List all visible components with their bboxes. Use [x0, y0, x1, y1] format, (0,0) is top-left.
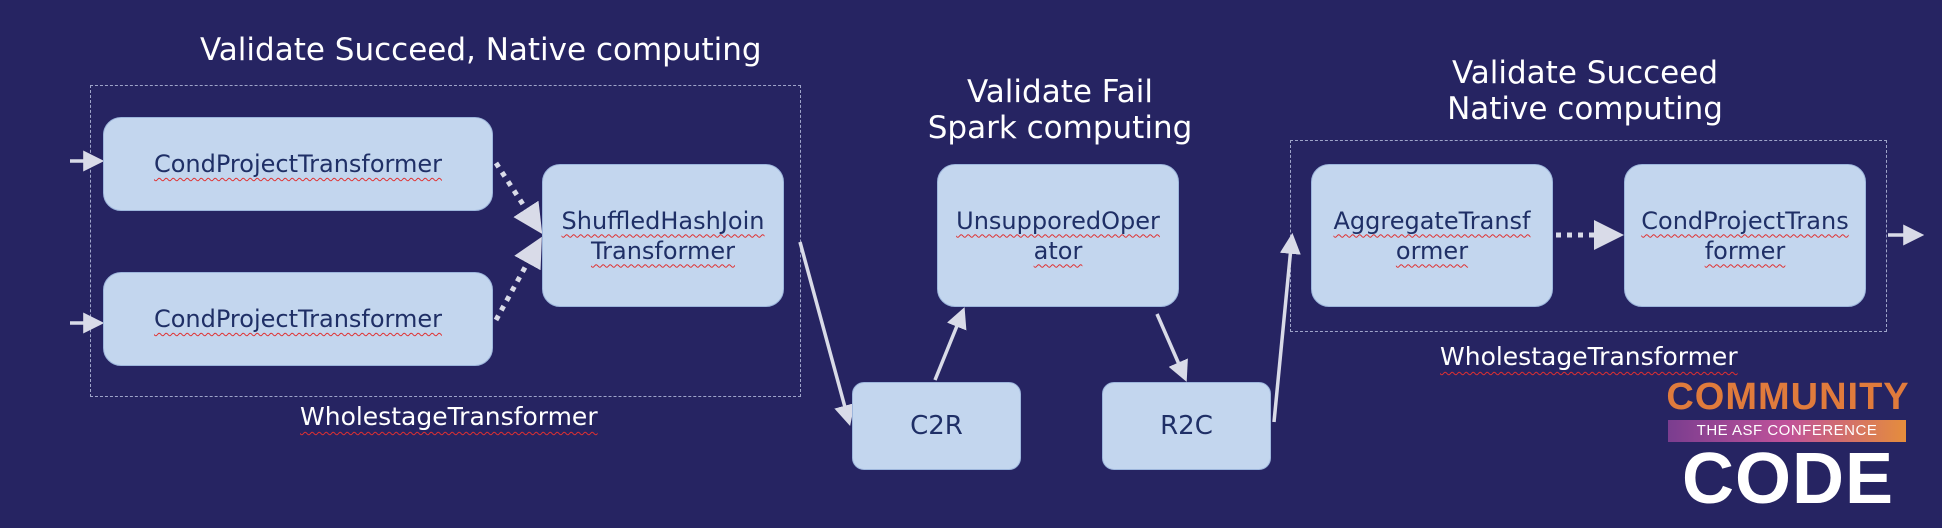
- group-left-boundary: [90, 85, 801, 397]
- arrow-unsupported-to-r2c: [1155, 313, 1188, 382]
- node-aggregate-transformer-line2: ormer: [1395, 236, 1469, 265]
- node-unsupported-operator-line2: ator: [1033, 236, 1083, 265]
- logo-tagline: THE ASF CONFERENCE: [1668, 420, 1906, 442]
- caption-right-line1: Validate Succeed: [1451, 55, 1718, 91]
- node-cond-project-right: CondProjectTrans former: [1624, 164, 1866, 307]
- caption-middle: Validate Fail Spark computing: [900, 74, 1220, 146]
- node-cond-project-top-label: CondProjectTransformer: [153, 150, 442, 178]
- group-left-label: WholestageTransformer: [300, 402, 598, 431]
- community-code-logo: COMMUNITY THE ASF CONFERENCE CODE: [1660, 376, 1916, 519]
- caption-left: Validate Succeed, Native computing: [200, 32, 762, 68]
- node-aggregate-transformer-line1: AggregateTransf: [1333, 206, 1531, 235]
- node-unsupported-operator: UnsupporedOper ator: [937, 164, 1179, 307]
- node-c2r: C2R: [852, 382, 1021, 470]
- node-r2c: R2C: [1102, 382, 1271, 470]
- node-aggregate-transformer: AggregateTransf ormer: [1311, 164, 1553, 307]
- caption-middle-line1: Validate Fail: [967, 74, 1153, 110]
- node-shuffled-hash-join-line1: ShuffledHashJoin: [561, 206, 765, 235]
- arrow-join-to-c2r: [798, 241, 855, 427]
- caption-right: Validate Succeed Native computing: [1430, 55, 1740, 127]
- node-cond-project-right-line1: CondProjectTrans: [1641, 206, 1849, 235]
- node-cond-project-top: CondProjectTransformer: [103, 117, 493, 211]
- arrow-bottom-to-join: [493, 236, 542, 322]
- node-cond-project-bottom-label: CondProjectTransformer: [153, 305, 442, 333]
- node-cond-project-right-line2: former: [1704, 236, 1786, 265]
- caption-middle-line2: Spark computing: [927, 110, 1193, 146]
- arrow-c2r-to-unsupported: [933, 307, 967, 381]
- node-r2c-label: R2C: [1160, 411, 1213, 441]
- arrow-r2c-to-aggregate: [1272, 232, 1301, 423]
- caption-right-line2: Native computing: [1447, 91, 1723, 127]
- node-unsupported-operator-line1: UnsupporedOper: [956, 206, 1160, 235]
- node-shuffled-hash-join: ShuffledHashJoin Transformer: [542, 164, 784, 307]
- arrow-top-to-join: [493, 161, 543, 235]
- node-cond-project-bottom: CondProjectTransformer: [103, 272, 493, 366]
- group-right-label: WholestageTransformer: [1440, 342, 1738, 371]
- logo-code-text: CODE: [1681, 439, 1895, 519]
- logo-community-text: COMMUNITY: [1666, 376, 1910, 418]
- node-c2r-label: C2R: [910, 411, 963, 441]
- node-shuffled-hash-join-line2: Transformer: [590, 236, 735, 265]
